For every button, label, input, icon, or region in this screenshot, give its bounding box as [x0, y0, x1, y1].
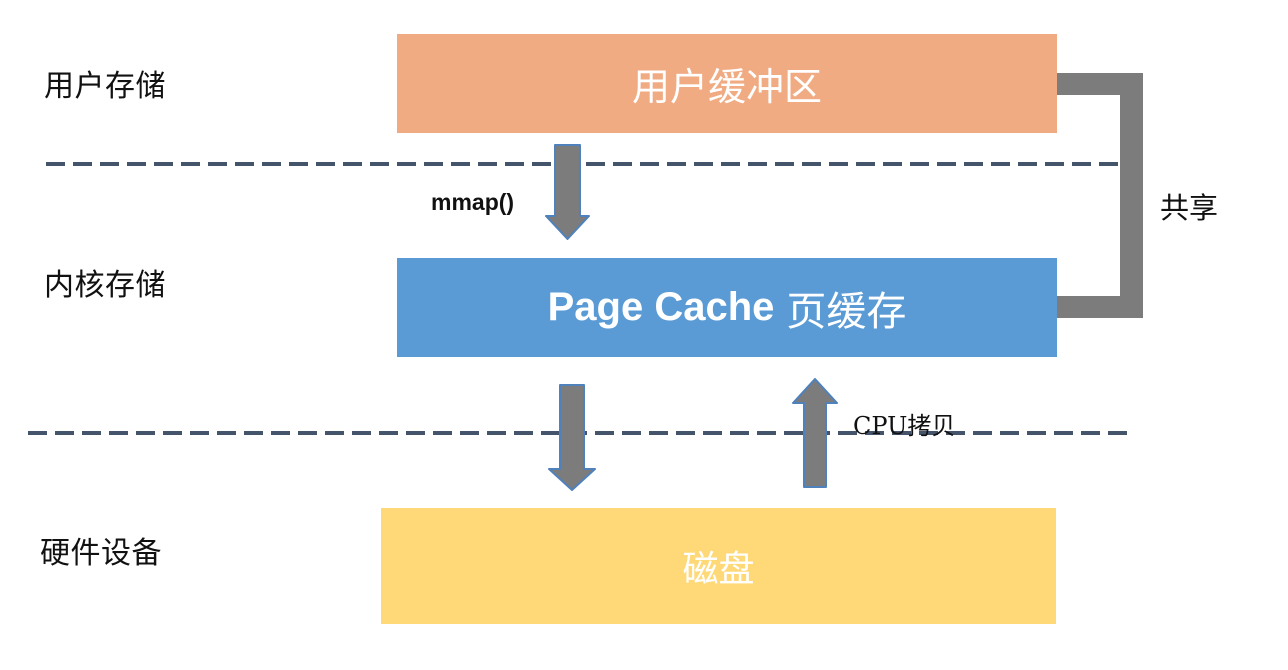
layer-label-user-space: 用户存储 — [44, 69, 166, 104]
down-arrow-mmap-icon — [545, 144, 590, 240]
mmap-annotation: mmap() — [431, 189, 515, 215]
disk-box: 磁盘 — [381, 508, 1056, 624]
down-arrow-flush-icon — [548, 384, 596, 491]
cpu-copy-annotation: CPU拷贝 — [853, 412, 956, 440]
page-cache-label-zh: 页缓存 — [786, 289, 907, 334]
page-cache-box: Page Cache 页缓存 — [397, 258, 1057, 357]
user-buffer-box: 用户缓冲区 — [397, 34, 1057, 133]
share-bracket-connector — [1057, 73, 1143, 318]
user-buffer-label: 用户缓冲区 — [631, 67, 822, 109]
disk-label: 磁盘 — [682, 548, 755, 589]
up-arrow-cpu-copy-icon — [792, 378, 838, 488]
layer-label-kernel-space: 内核存储 — [44, 268, 166, 303]
layer-label-hardware: 硬件设备 — [40, 536, 162, 571]
separator-user-kernel — [46, 162, 1118, 166]
share-annotation: 共享 — [1160, 191, 1219, 225]
page-cache-label-en: Page Cache — [547, 285, 775, 329]
